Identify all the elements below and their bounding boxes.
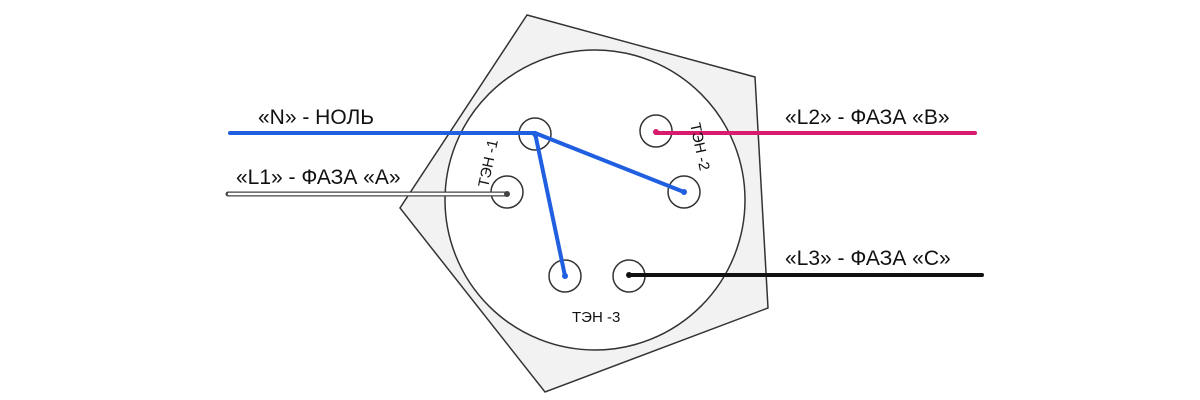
terminal-dot <box>504 191 510 197</box>
neutral-jumper-ten3 <box>533 131 567 278</box>
round-flange <box>444 49 746 351</box>
l3-label: «L3» - ФАЗА «С» <box>785 247 951 270</box>
terminal-dot <box>681 189 687 195</box>
terminal-dot <box>532 131 538 137</box>
ten3-label: ТЭН -3 <box>572 309 620 326</box>
l1-label: «L1» - ФАЗА «А» <box>236 166 401 189</box>
neutral-label: «N» - НОЛЬ <box>258 106 374 129</box>
terminal-dot <box>626 272 632 278</box>
terminal-dot <box>653 129 659 135</box>
terminal-dot <box>562 273 568 279</box>
neutral-jumper-ten2 <box>533 131 686 194</box>
l2-label: «L2» - ФАЗА «В» <box>785 106 950 129</box>
